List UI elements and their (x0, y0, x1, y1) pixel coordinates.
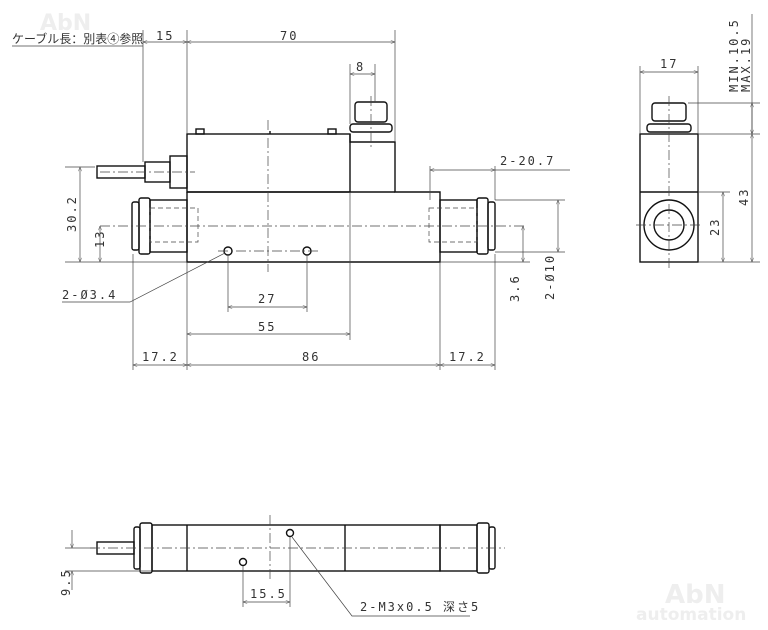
side-view (636, 96, 702, 268)
dimension-label: 86 (302, 350, 320, 364)
watermark-logo: AbN AbN automation (40, 11, 746, 625)
svg-text:AbN: AbN (665, 580, 726, 610)
dimension-label: 15.5 (250, 587, 287, 601)
dimension-label: 30.2 (65, 195, 79, 232)
dimension-label: 43 (737, 188, 751, 206)
bottom-view (90, 515, 505, 580)
dimension-label: 17.2 (142, 350, 179, 364)
dimension-label: 55 (258, 320, 276, 334)
tapped-holes-note: 2-M3x0.5 深さ5 (360, 600, 480, 614)
dimension-label: 9.5 (59, 568, 73, 596)
cable-length-note: ケーブル長：別表④参照 (12, 31, 143, 46)
dimension-label: MIN.10.5 (727, 18, 741, 92)
dimension-label: 3.6 (508, 274, 522, 302)
front-dimensions: ケーブル長：別表④参照 15 70 8 2-20.7 30.2 13 3.6 2… (12, 29, 570, 370)
svg-text:automation: automation (636, 605, 746, 625)
dimension-label: 17 (660, 57, 678, 71)
dimension-label: 27 (258, 292, 276, 306)
dimension-label: 15 (156, 29, 174, 43)
dimension-label: 2-Ø10 (543, 254, 557, 300)
dimension-label: 2-Ø3.4 (62, 288, 117, 302)
dimension-label: MAX.19 (739, 37, 753, 92)
dimension-label: 8 (356, 60, 365, 74)
dimension-label: 2-20.7 (500, 154, 555, 168)
side-dimensions: 17 MIN.10.5 MAX.19 43 23 (639, 14, 760, 263)
dimension-label: 70 (280, 29, 298, 43)
bottom-dimensions: 9.5 15.5 2-M3x0.5 深さ5 (59, 530, 480, 617)
dimension-label: 23 (708, 218, 722, 236)
dimension-label: 13 (93, 230, 107, 248)
front-view (96, 96, 525, 272)
dimension-label: 17.2 (449, 350, 486, 364)
svg-text:AbN: AbN (40, 11, 91, 36)
